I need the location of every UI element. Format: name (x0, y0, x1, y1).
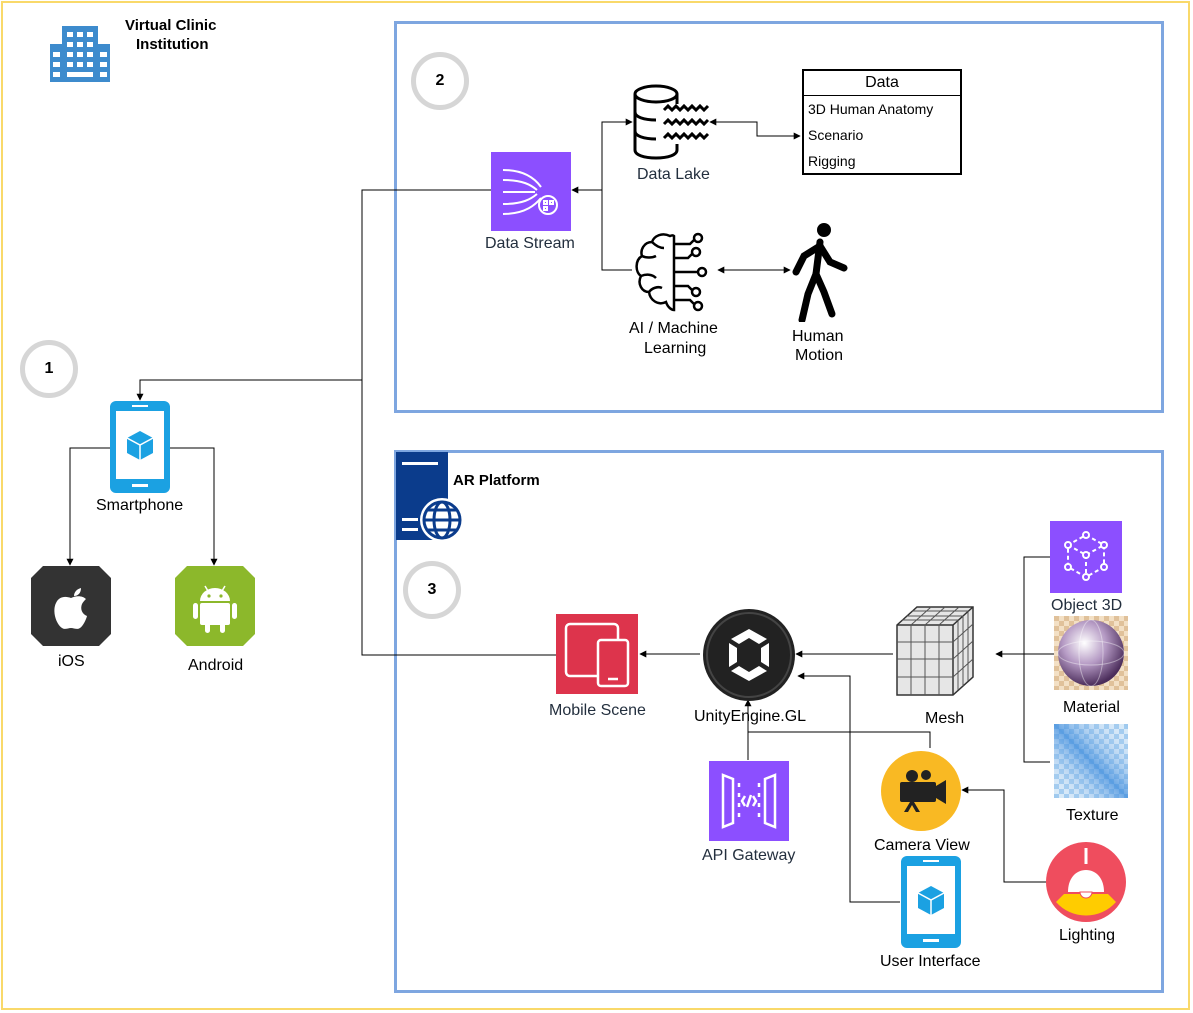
data-table-header: Data (804, 71, 960, 96)
data-table-row: Rigging (808, 153, 856, 169)
texture-label: Texture (1066, 807, 1119, 824)
mobile-scene-label: Mobile Scene (549, 702, 646, 719)
edge-mobilescene-to-stream (361, 380, 556, 656)
data-stream-label: Data Stream (485, 235, 575, 252)
edge-ui-unity (797, 672, 900, 903)
human-motion-label-line2: Motion (795, 347, 844, 364)
mesh-cube-icon (896, 606, 974, 696)
api-gateway-icon (709, 761, 789, 841)
building-icon (50, 26, 110, 82)
texture-icon (1054, 724, 1128, 798)
unity-label: UnityEngine.GL (694, 708, 807, 725)
edge-datalake-stream (571, 118, 633, 194)
data-stream-icon (491, 152, 571, 231)
ar-platform-group (394, 450, 1164, 993)
institution-title-line2: Institution (136, 36, 209, 53)
step-3-badge: 3 (403, 561, 461, 619)
camera-icon (881, 751, 961, 831)
mesh-label: Mesh (925, 710, 965, 727)
ai-brain-icon (635, 232, 708, 312)
edge-assets-mesh (996, 556, 1050, 763)
walking-person-icon (792, 223, 848, 322)
institution-title-line1: Virtual Clinic (125, 17, 217, 34)
material-label: Material (1063, 699, 1120, 716)
edge-lighting-camera (961, 786, 1048, 883)
android-icon (175, 566, 255, 646)
material-sphere-icon (1054, 616, 1128, 690)
object-3d-label: Object 3D (1051, 597, 1123, 614)
user-interface-phone-icon (901, 856, 961, 948)
edge-ai-stream (601, 190, 632, 271)
server-globe-icon (396, 452, 464, 542)
data-table: Data 3D Human Anatomy Scenario Rigging (802, 69, 962, 175)
edge-smartphone-ios (66, 447, 110, 566)
data-table-row: Scenario (808, 127, 864, 143)
android-label: Android (188, 657, 244, 674)
lighting-label: Lighting (1059, 927, 1116, 944)
ar-platform-label: AR Platform (453, 472, 540, 489)
camera-view-label: Camera View (874, 837, 970, 854)
unity-icon (703, 609, 795, 701)
apple-icon (31, 566, 111, 646)
data-group (394, 21, 1164, 413)
edge-stream-to-smartphone (136, 189, 492, 401)
data-lake-label: Data Lake (637, 166, 710, 183)
edge-datalake-table (709, 118, 801, 140)
object-3d-icon (1050, 521, 1122, 593)
ai-label-line1: AI / Machine (629, 320, 718, 337)
api-gateway-label: API Gateway (702, 847, 796, 864)
data-lake-icon (633, 84, 710, 160)
mobile-scene-icon (556, 614, 638, 694)
edge-smartphone-android (170, 447, 218, 566)
ios-label: iOS (58, 653, 85, 670)
data-table-row: 3D Human Anatomy (808, 101, 934, 117)
step-1-badge: 1 (20, 340, 78, 398)
human-motion-label-line1: Human (792, 328, 844, 345)
edge-camera-unity (748, 731, 931, 748)
step-2-badge: 2 (411, 52, 469, 110)
ai-label-line2: Learning (644, 340, 707, 357)
smartphone-label: Smartphone (96, 497, 184, 514)
user-interface-label: User Interface (880, 953, 981, 970)
lighting-lamp-icon (1046, 842, 1126, 922)
smartphone-icon (110, 401, 170, 493)
